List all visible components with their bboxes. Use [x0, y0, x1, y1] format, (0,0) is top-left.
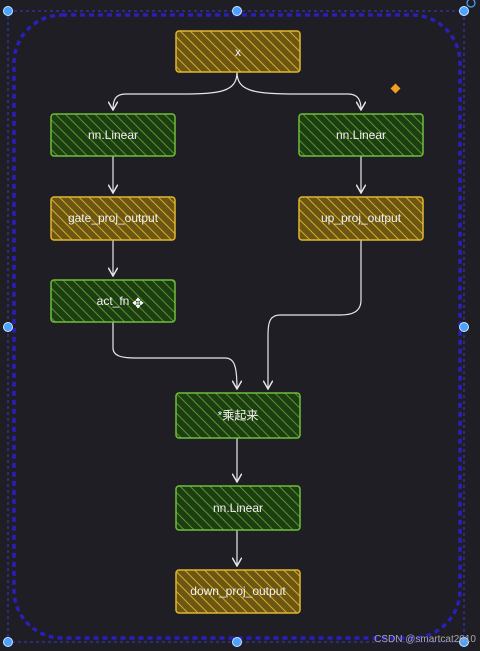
diamond-marker [390, 83, 401, 94]
edge-act-fn-to-multiply [112, 322, 237, 389]
edge-x-to-up-linear [236, 71, 361, 110]
edge-up-output-to-multiply [268, 240, 362, 389]
resize-handle-bottom-right[interactable] [459, 637, 469, 647]
resize-handle-top[interactable] [232, 6, 242, 16]
move-cursor-icon: ✥ [132, 295, 144, 311]
node-x[interactable] [175, 30, 301, 73]
edges [112, 71, 362, 566]
resize-handle-bottom[interactable] [232, 637, 242, 647]
node-down-proj-output[interactable] [175, 569, 301, 614]
resize-handle-bottom-left[interactable] [3, 637, 13, 647]
node-multiply[interactable] [175, 392, 301, 439]
node-up-proj-output[interactable] [298, 196, 424, 241]
node-linear-down[interactable] [175, 485, 301, 531]
resize-handle-top-right[interactable] [459, 6, 469, 16]
resize-handle-right[interactable] [459, 322, 469, 332]
node-act-fn[interactable] [50, 279, 176, 323]
node-linear-gate[interactable] [50, 113, 176, 157]
rotate-handle[interactable] [466, 0, 476, 8]
resize-handle-top-left[interactable] [3, 6, 13, 16]
resize-handle-left[interactable] [3, 322, 13, 332]
selection-box [7, 10, 465, 643]
node-linear-up[interactable] [298, 113, 424, 157]
watermark: CSDN @smartcat2010 [374, 634, 476, 645]
edge-x-to-gate-linear [113, 71, 238, 110]
node-gate-proj-output[interactable] [50, 196, 176, 241]
